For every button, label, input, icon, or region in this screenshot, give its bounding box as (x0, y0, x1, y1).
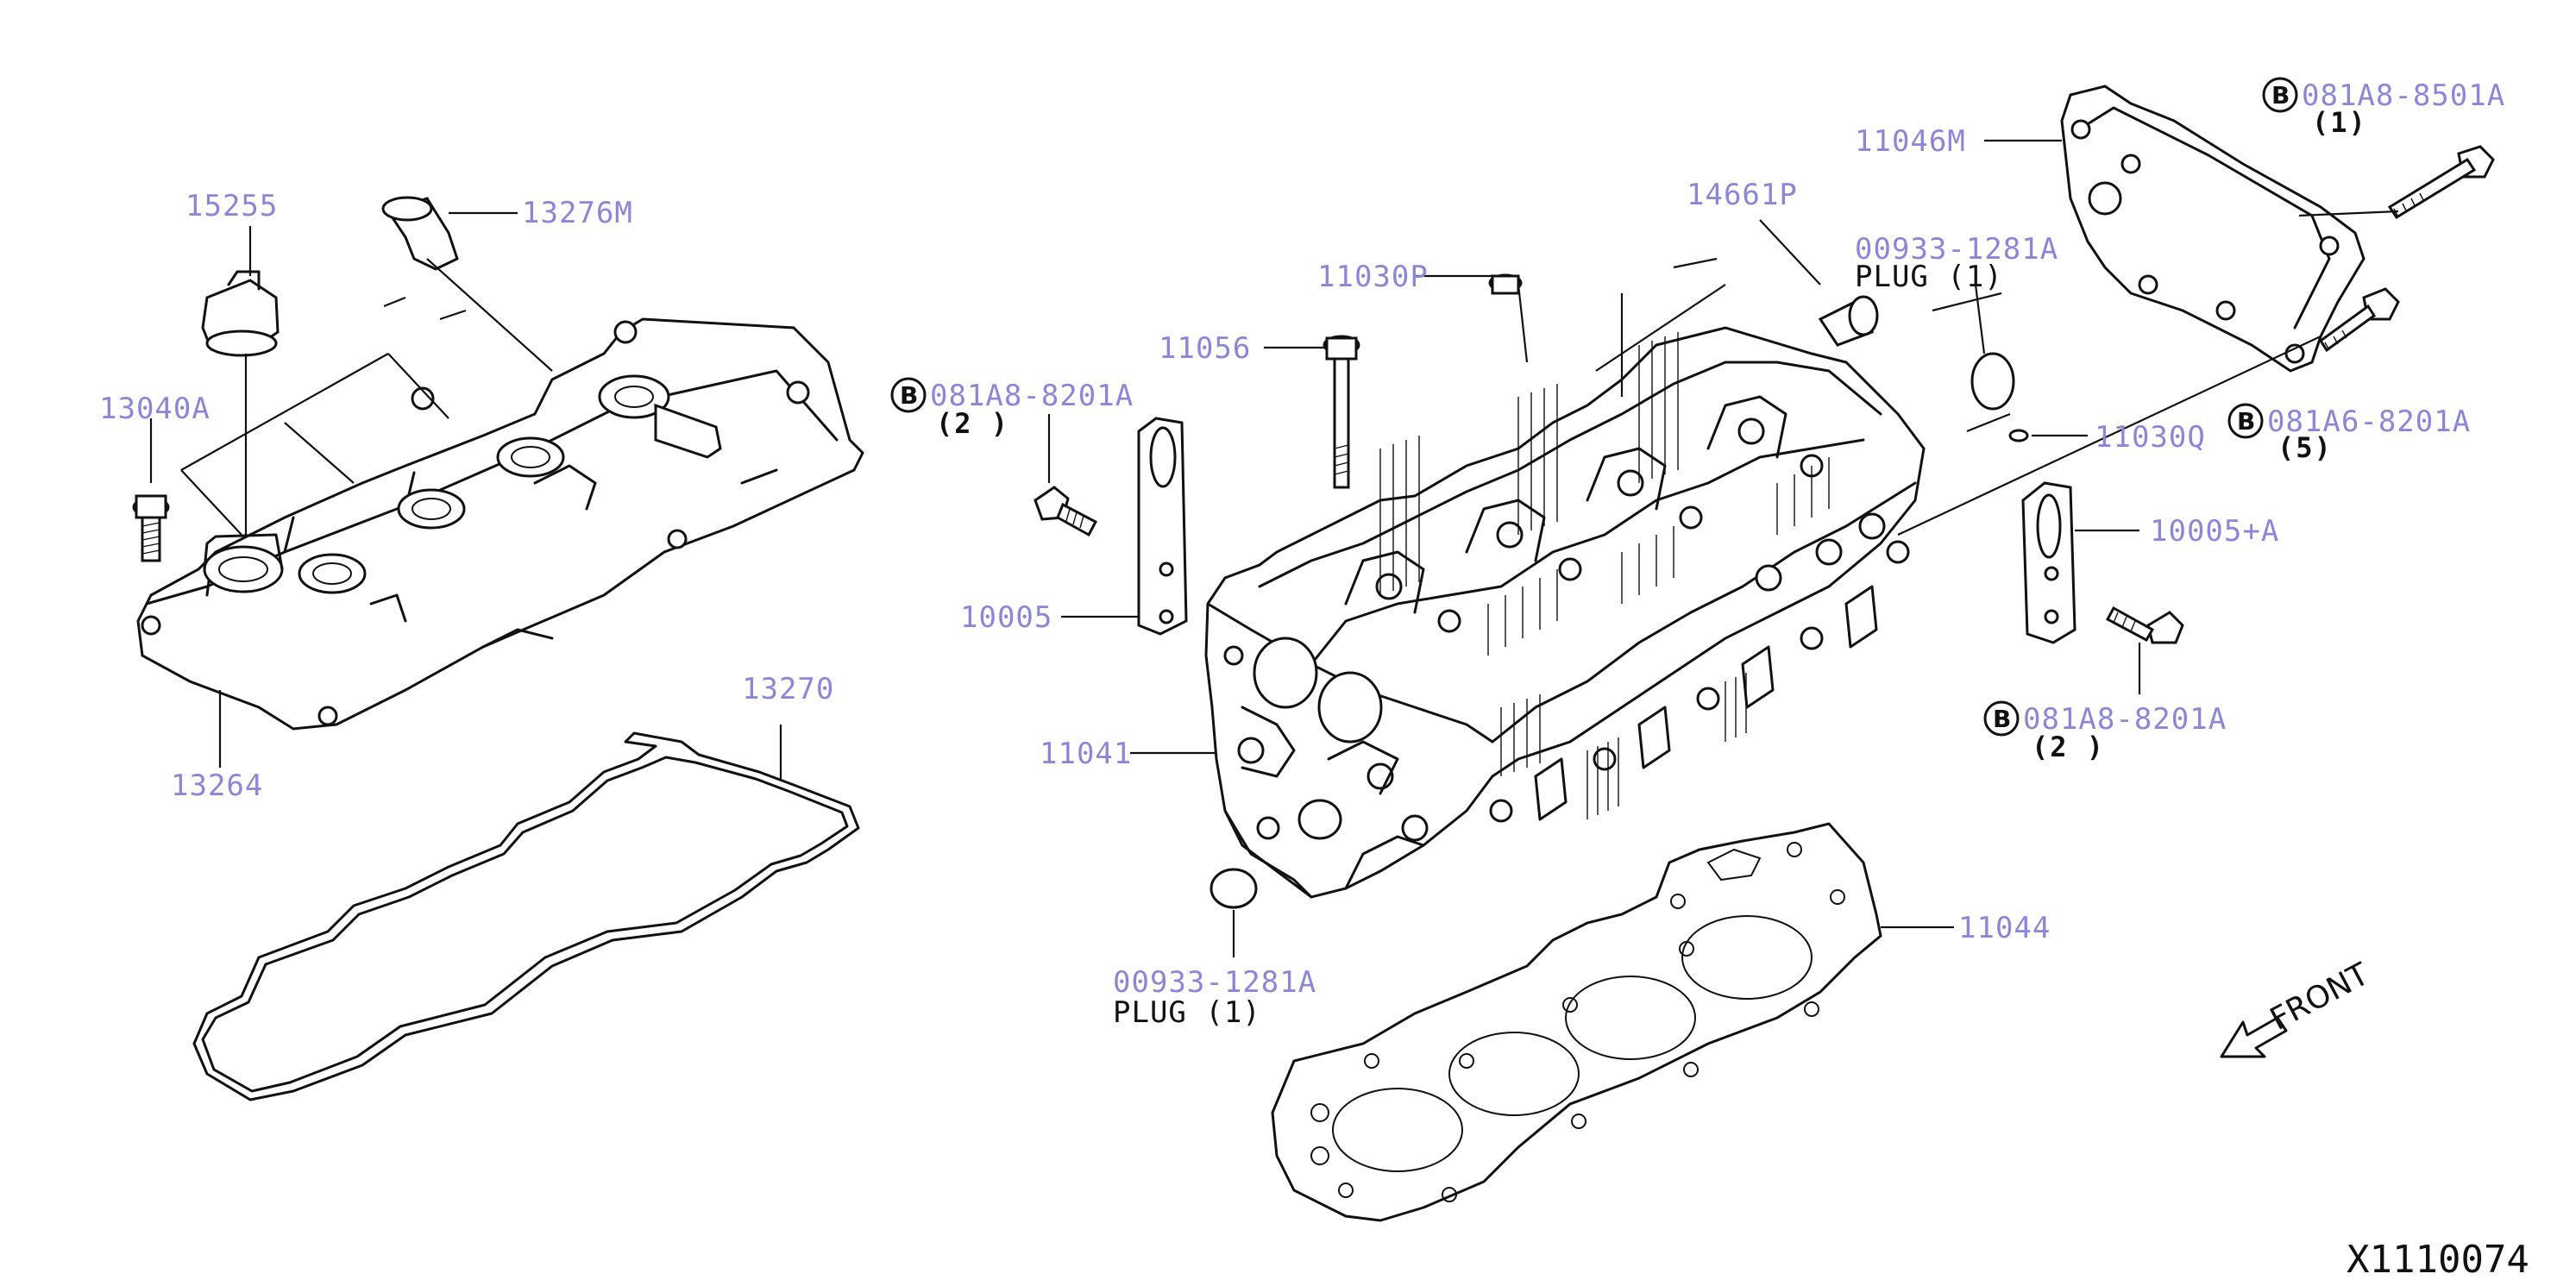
pcv-valve (381, 196, 459, 271)
part-label-11044: 11044 (1958, 911, 2051, 945)
part-label-10005A: 10005+A (2150, 514, 2279, 549)
part-label-081A6-8201A: 081A6-8201A (2267, 405, 2471, 439)
part-label-081A8-8201A-right: 081A8-8201A (2023, 702, 2227, 737)
part-label-13264: 13264 (171, 769, 263, 803)
leader-13276M-b (426, 258, 553, 372)
plug-bottom-note: PLUG (1) (1113, 995, 1261, 1030)
bolt-badge-8201A-right (1983, 700, 2020, 737)
head-gasket (1271, 822, 1882, 1222)
plug-top-note: PLUG (1) (1855, 260, 2003, 294)
part-label-13040A: 13040A (99, 392, 210, 426)
qty-8501A: (1) (2312, 106, 2367, 139)
front-arrow (2220, 1016, 2288, 1058)
leader-6-8201A (1897, 336, 2322, 536)
rocker-cover-gasket (192, 731, 860, 1101)
leader-plug-top (1974, 284, 1986, 355)
part-label-15255: 15255 (185, 189, 278, 223)
qty-6-8201A: (5) (2278, 431, 2333, 464)
part-label-081A8-8201A-left: 081A8-8201A (930, 379, 1134, 413)
head-bolt (1323, 335, 1360, 489)
part-label-11041: 11041 (1040, 737, 1132, 771)
rocker-cover (136, 317, 864, 731)
leader-11030P-b (1517, 284, 1529, 363)
part-label-00933-top: 00933-1281A (1855, 232, 2058, 267)
bolt-8501a (2387, 145, 2495, 220)
part-label-11030P: 11030P (1317, 260, 1429, 294)
diagram-id: X1110074 (2347, 1238, 2529, 1280)
cap-11030p (1488, 273, 1523, 295)
bolt-6-8201a (2318, 287, 2400, 353)
part-label-11030Q: 11030Q (2095, 420, 2206, 455)
part-label-11046M: 11046M (1855, 124, 1966, 159)
bolt-badge-8201A-left (890, 377, 927, 413)
bolt-badge-6-8201A (2227, 403, 2264, 439)
cover-bolt (132, 494, 170, 562)
oil-filler-cap (201, 270, 280, 357)
engine-hanger-right (2021, 481, 2077, 644)
part-label-11056: 11056 (1159, 331, 1251, 366)
leader-14661P (1759, 219, 1821, 285)
qty-8201A-right: (2 ) (2032, 731, 2105, 763)
part-label-10005: 10005 (960, 600, 1052, 635)
cylinder-head (1204, 326, 1926, 899)
plug-bottom (1209, 868, 1258, 909)
bolt-badge-8201A-right-letter: B (1993, 705, 2011, 733)
seal-14661p (1818, 295, 1879, 347)
part-label-081A8-8501A: 081A8-8501A (2302, 78, 2505, 113)
leader-8501A (2298, 210, 2399, 217)
leader-dash1 (383, 296, 467, 321)
part-label-14661P: 14661P (1687, 178, 1798, 212)
bolt-right-hanger (2105, 605, 2184, 644)
leader-bracket (180, 353, 449, 536)
part-label-00933-bottom: 00933-1281A (1113, 965, 1316, 1000)
plug-top (1970, 352, 2015, 411)
front-label: FRONT (2265, 957, 2376, 1038)
bolt-badge-8501A-letter: B (2271, 81, 2290, 110)
bolt-badge-6-8201A-letter: B (2237, 407, 2255, 436)
leader-head-dash (1595, 257, 2011, 433)
part-label-13276M: 13276M (522, 196, 633, 230)
part-label-13270: 13270 (742, 672, 834, 706)
bolt-badge-8201A-left-letter: B (900, 381, 918, 410)
bolt-left-hanger (1034, 486, 1098, 537)
dowel-11030q (2008, 429, 2029, 442)
engine-hanger-left (1137, 417, 1188, 636)
bolt-badge-8501A (2262, 77, 2298, 113)
qty-8201A-left: (2 ) (936, 407, 1009, 440)
